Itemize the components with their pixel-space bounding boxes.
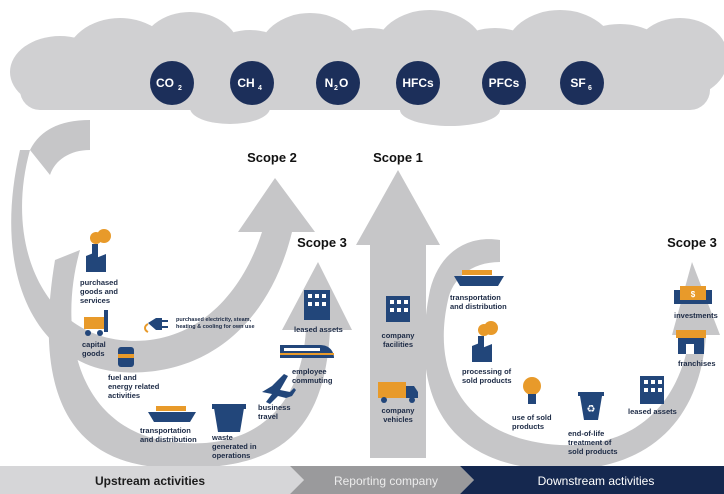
gas-pfcs-label: PFCs — [489, 76, 520, 90]
waste-line1: waste — [211, 433, 233, 442]
purchased-electricity-line2: heating & cooling for own use — [176, 324, 255, 330]
fuel-energy-line2: energy related — [108, 382, 160, 391]
waste-line2: generated in — [212, 442, 257, 451]
end-of-life-line1: end-of-life — [568, 429, 604, 438]
gas-sf6-label: SF — [570, 76, 585, 90]
airplane-icon — [262, 374, 296, 404]
use-line1: use of sold — [512, 413, 552, 422]
bottom-bar: Upstream activities Reporting company Do… — [0, 466, 724, 494]
scope3-right-label: Scope 3 — [667, 235, 717, 250]
downstream-band — [460, 466, 724, 494]
plug-icon — [144, 318, 168, 333]
waste-line3: operations — [212, 451, 250, 460]
gas-pfcs: PFCs — [482, 61, 526, 105]
storefront-icon — [676, 330, 706, 354]
end-of-life-line2: treatment of — [568, 438, 612, 447]
capital-goods-line1: capital — [82, 340, 106, 349]
company-building-icon — [386, 296, 410, 322]
gas-n2o-suffix: O — [339, 76, 348, 90]
reporting-company-label: Reporting company — [334, 474, 438, 488]
scope1-label: Scope 1 — [373, 150, 423, 165]
company-facilities-line1: company — [382, 331, 416, 340]
processing-line1: processing of — [462, 367, 512, 376]
fuel-energy-line3: activities — [108, 391, 140, 400]
upstream-activities-label: Upstream activities — [95, 474, 205, 488]
gas-sf6: SF 6 — [560, 61, 604, 105]
scope3-left-label: Scope 3 — [297, 235, 347, 250]
gas-ch4-label: CH — [237, 76, 254, 90]
company-facilities-line2: facilities — [383, 340, 413, 349]
purchased-electricity-line1: purchased electricity, steam, — [176, 317, 252, 323]
building-icon — [304, 290, 330, 320]
upstream-transport-line1: transportation — [140, 426, 191, 435]
company-vehicles-line2: vehicles — [383, 415, 413, 424]
fuel-energy-line1: fuel and — [108, 373, 137, 382]
scope3-upstream-arrow — [48, 250, 352, 469]
forklift-icon — [84, 310, 108, 336]
capital-goods-line2: goods — [82, 349, 105, 358]
downstream-activities-label: Downstream activities — [538, 474, 655, 488]
gas-n2o-sub: 2 — [334, 85, 338, 92]
gas-hfcs: HFCs — [396, 61, 440, 105]
gas-sf6-sub: 6 — [588, 85, 592, 92]
downstream-transport-line2: and distribution — [450, 302, 507, 311]
scope2-arrow-top — [30, 120, 90, 175]
franchises-label: franchises — [678, 359, 716, 368]
purchased-goods-line3: services — [80, 296, 110, 305]
gas-ch4: CH 4 — [230, 61, 274, 105]
gas-n2o: N 2 O — [316, 61, 360, 105]
end-of-life-line3: sold products — [568, 447, 618, 456]
ship-icon — [148, 406, 196, 422]
company-vehicles-line1: company — [382, 406, 416, 415]
money-icon: $ — [674, 286, 712, 304]
reporting-band — [290, 466, 474, 494]
processing-factory-icon — [472, 321, 498, 362]
barrel-icon — [118, 347, 134, 367]
purchased-goods-line1: purchased — [80, 278, 118, 287]
recycle-bin-icon: ♻ — [578, 392, 604, 420]
factory-icon — [86, 229, 111, 272]
lightbulb-icon — [523, 377, 541, 404]
scope2-label: Scope 2 — [247, 150, 297, 165]
upstream-leased-assets: leased assets — [294, 325, 343, 334]
purchased-goods-line2: goods and — [80, 287, 118, 296]
train-icon — [280, 345, 334, 358]
dumpster-icon — [212, 404, 246, 432]
investments-label: investments — [674, 311, 718, 320]
downstream-building-icon — [640, 376, 664, 404]
cloud-band — [10, 10, 724, 126]
downstream-leased-assets: leased assets — [628, 407, 677, 416]
scope2-arrow — [11, 150, 315, 373]
truck-icon — [378, 382, 418, 403]
upstream-band — [0, 466, 304, 494]
gas-ch4-sub: 4 — [258, 85, 262, 92]
svg-text:$: $ — [691, 290, 696, 299]
svg-text:♻: ♻ — [587, 404, 596, 415]
gas-co2-label: CO — [156, 76, 174, 90]
business-travel-line2: travel — [258, 412, 278, 421]
gas-hfcs-label: HFCs — [402, 76, 434, 90]
scope3-downstream-arrow — [424, 239, 720, 470]
processing-line2: sold products — [462, 376, 512, 385]
gas-co2: CO 2 — [150, 61, 194, 105]
employee-commuting-line1: employee — [292, 367, 327, 376]
gas-n2o-label: N — [325, 76, 334, 90]
upstream-transport-line2: and distribution — [140, 435, 197, 444]
business-travel-line1: business — [258, 403, 291, 412]
downstream-ship-icon — [454, 270, 504, 286]
downstream-transport-line1: transportation — [450, 293, 501, 302]
gas-co2-sub: 2 — [178, 85, 182, 92]
employee-commuting-line2: commuting — [292, 376, 333, 385]
use-line2: products — [512, 422, 544, 431]
